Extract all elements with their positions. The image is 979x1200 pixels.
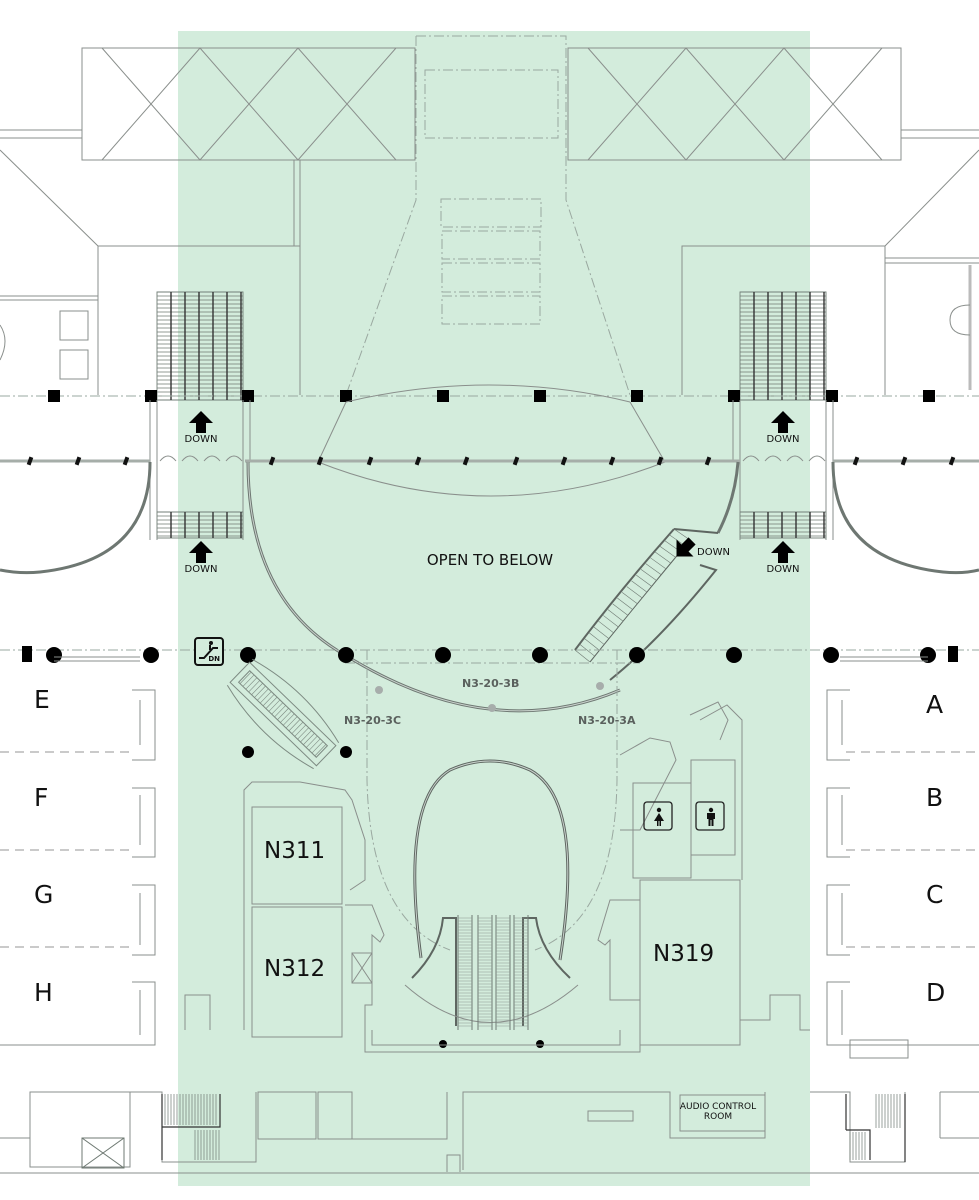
stair-tread [626,586,643,599]
escalator-tread [308,738,321,751]
stair-tread [640,569,657,581]
stair-tread [603,615,619,628]
escalator-tread [242,674,255,687]
escalator-tread [239,671,252,684]
stair-tread [574,649,591,663]
stair-tread [645,563,662,576]
glass-rail [0,455,979,466]
stair-tread [654,551,672,564]
rail-post [74,456,82,466]
rail-post [122,456,130,466]
rail-post [462,456,470,466]
escalator-tread [311,741,324,754]
escalator-tread [282,713,295,726]
escalator-tread [268,699,281,712]
top-left-canopy [0,47,416,246]
escalator-tread [251,683,263,695]
escalator-tread [248,680,260,693]
escalator-tread [259,691,272,704]
column-row-lower [22,646,958,1048]
escalator-tread [262,694,275,707]
column-row-upper [48,390,935,402]
rail-post [900,456,908,466]
rail-post [560,456,568,466]
rail-post [704,456,712,466]
upper-funnel-outline [345,35,631,396]
escalator-tread [291,721,304,734]
escalator-tread [277,708,289,720]
section-marker-a [596,682,604,690]
escalator-tread [306,735,318,748]
escalator-tread [300,730,312,743]
escalator-tread [303,733,315,745]
rail-post [948,456,956,466]
stair-tread [584,638,600,651]
escalator-tread [297,727,309,740]
stair-tread [579,644,595,657]
restroom-block [619,701,743,880]
escalator-tread [245,677,258,690]
escalator-tread [274,705,286,718]
bottom-service-corridor [0,1091,979,1174]
right-hall-walls [826,689,979,1059]
escalator-tread [254,685,266,698]
central-oval-atrium [404,759,579,1030]
stair-tread [593,626,610,639]
n319-block [597,879,810,1046]
stair-tread [621,592,638,605]
left-escalator [226,658,340,770]
right-upper-block [681,245,979,395]
rail-post [316,456,324,466]
rail-post [608,456,616,466]
section-marker-c [375,686,383,694]
stair-tread [636,574,653,587]
rail-post [26,456,34,466]
rail-post [268,456,276,466]
left-lower-stair [156,511,244,539]
stair-tread [612,603,629,616]
rail-post [512,456,520,466]
stair-tread [607,609,624,622]
escalator-tread [265,696,278,709]
rail-post [852,456,860,466]
top-right-canopy [567,47,979,161]
stair-tread [588,632,605,645]
escalator-tread [294,724,307,737]
right-upper-stair [739,291,827,401]
highlight-zone [178,31,810,1186]
left-upper-block [0,245,301,395]
section-marker-b [488,704,496,712]
rail-post [414,456,422,466]
left-hall-walls [0,689,156,1046]
escalator-tread [257,688,269,701]
escalator-tread [288,719,301,732]
escalator-tread [280,710,292,723]
stair-tread [598,620,614,634]
stair-tread [650,557,667,570]
left-room-block [184,781,385,1038]
escalator-tread [314,744,327,757]
rail-post [656,456,664,466]
right-lower-stair [739,511,827,539]
rail-post [366,456,374,466]
escalator-tread [285,716,298,729]
curved-stair [574,528,719,681]
escalator-tread [271,702,284,715]
stair-tread [617,597,634,610]
stair-tread [631,580,648,593]
